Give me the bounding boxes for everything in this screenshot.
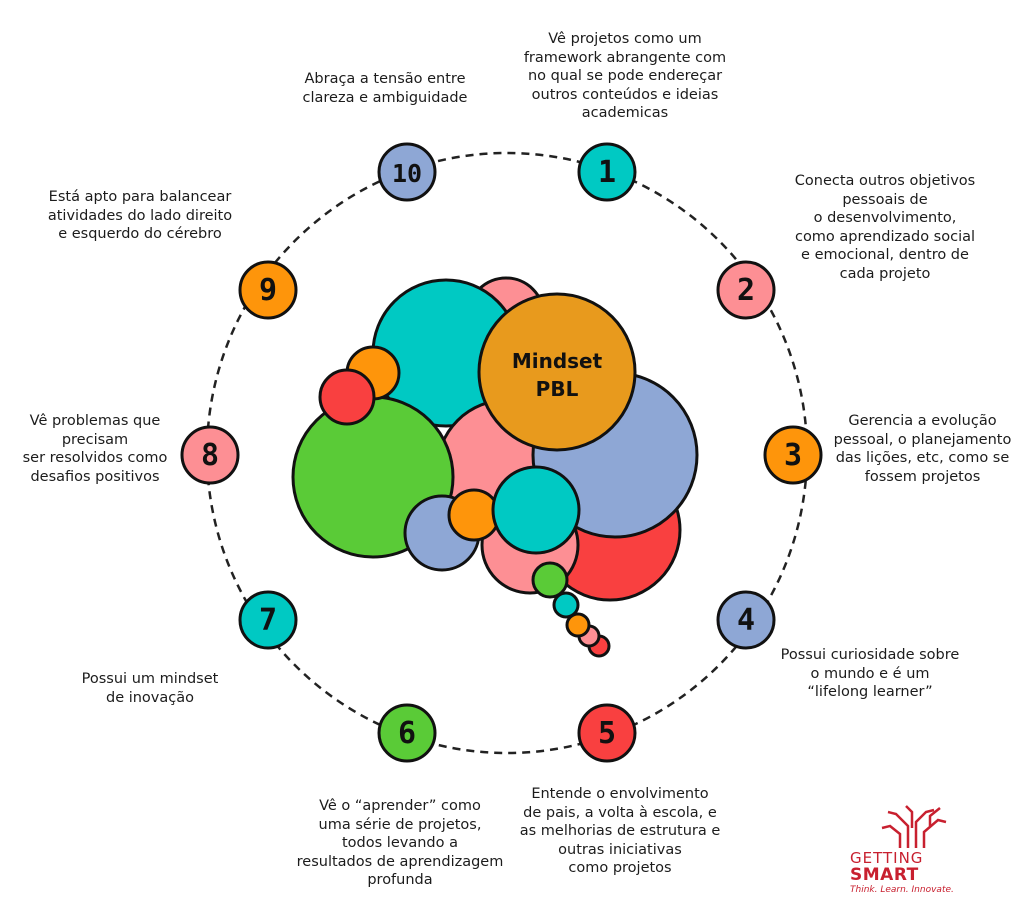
item-4-text: Possui curiosidade sobre o mundo e é um … [780, 647, 960, 700]
center-label-line2: PBL [536, 377, 579, 401]
node-circle [577, 142, 637, 202]
node-2: 2 [716, 260, 776, 320]
node-number: 7 [259, 603, 277, 638]
node-circle [763, 425, 823, 485]
node-number: 2 [737, 273, 755, 308]
node-6: 6 [377, 703, 437, 763]
brain-bubble [531, 561, 569, 599]
node-circle [238, 260, 298, 320]
node-circle [716, 590, 776, 650]
item-10-text: Abraça a tensão entre clareza e ambiguid… [302, 71, 468, 106]
node-circle [377, 703, 437, 763]
item-5-text: Entende o envolvimento de pais, a volta … [519, 786, 721, 876]
brain-bubble [447, 488, 501, 542]
node-circle [577, 703, 637, 763]
node-number: 1 [598, 155, 616, 190]
node-number: 10 [392, 159, 422, 188]
item-2-text: Conecta outros objetivos pessoais de o d… [794, 173, 976, 282]
center-label-line1: Mindset [512, 349, 603, 373]
item-6-text: Vê o “aprender” como uma série de projet… [296, 798, 504, 888]
node-5: 5 [577, 703, 637, 763]
node-circle [238, 590, 298, 650]
node-number: 9 [259, 273, 277, 308]
brand-line2: SMART [850, 865, 919, 885]
brain-bubble [491, 465, 581, 555]
node-9: 9 [238, 260, 298, 320]
brand-logo: GETTING SMART Think. Learn. Innovate. [845, 808, 955, 900]
brand-line1: GETTING [850, 849, 924, 867]
item-8-text: Vê problemas que precisam ser resolvidos… [22, 413, 168, 485]
brand-tree-icon [881, 805, 947, 848]
node-10: 10 [377, 142, 437, 202]
node-number: 5 [598, 716, 616, 751]
item-7-text: Possui um mindset de inovação [81, 671, 219, 706]
brand-tagline: Think. Learn. Innovate. [850, 885, 954, 895]
brain-bubble [318, 368, 376, 426]
node-1: 1 [577, 142, 637, 202]
node-number: 4 [737, 603, 755, 638]
node-number: 8 [201, 438, 219, 473]
item-3-text: Gerencia a evolução pessoal, o planejame… [833, 413, 1012, 485]
node-7: 7 [238, 590, 298, 650]
brain-bubbles [291, 276, 699, 658]
node-circle [180, 425, 240, 485]
node-circle [716, 260, 776, 320]
node-circle [377, 142, 437, 202]
item-9-text: Está apto para balancear atividades do l… [47, 189, 233, 242]
node-3: 3 [763, 425, 823, 485]
node-8: 8 [180, 425, 240, 485]
node-4: 4 [716, 590, 776, 650]
node-number: 6 [398, 716, 416, 751]
brain-bubble [552, 591, 580, 619]
node-number: 3 [784, 438, 802, 473]
item-1-text: Vê projetos como um framework abrangente… [523, 31, 727, 121]
numbered-nodes: 1 2 3 4 5 6 7 8 9 10 [180, 142, 823, 763]
center-bubble [477, 292, 637, 452]
brain-bubble [565, 612, 591, 638]
